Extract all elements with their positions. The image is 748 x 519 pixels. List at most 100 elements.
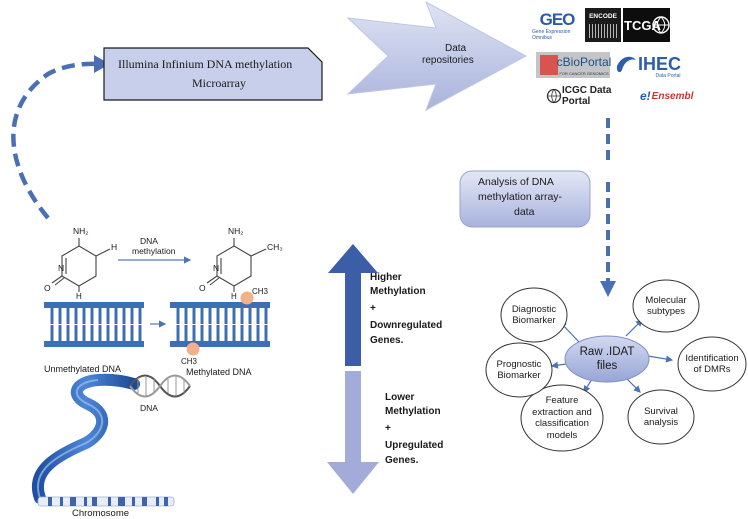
lower-line1: Lower — [385, 392, 415, 403]
analysis-line1: Analysis of DNA — [478, 176, 554, 188]
lower-down-arrow-shaft — [345, 371, 361, 465]
unmethylated-dna-ladder — [44, 302, 144, 347]
chromosome-bands — [48, 497, 168, 506]
logo-geo-subtitle: Gene Expression Omnibus — [532, 29, 571, 41]
feature-line4: models — [546, 429, 578, 441]
chromosome-bar — [37, 496, 175, 507]
dmr-label: Identification of DMRs — [678, 349, 746, 379]
dmr-ellipse — [677, 336, 747, 392]
feature-ellipse — [520, 384, 604, 452]
chromatin-coil — [32, 373, 140, 504]
methylcytosine-structure — [206, 238, 267, 292]
logo-cbioportal: cBioPortal — [556, 55, 612, 69]
dna-helix-strand-b — [129, 374, 191, 398]
dashed-down-arrowhead — [600, 281, 616, 297]
data-repositories-line2: repositories — [422, 55, 474, 66]
cytosine-h-bottom: H — [76, 292, 82, 301]
higher-plus: + — [370, 303, 376, 314]
ch3-bottom-label: CH3 — [181, 357, 198, 366]
logo-tcga: TCGA — [624, 17, 661, 33]
logo-cbioportal-badge — [540, 55, 558, 75]
prognostic-line2: Biomarker — [497, 370, 541, 381]
methylcytosine-o: O — [199, 283, 206, 293]
cytosine-nh2: NH₂ — [73, 226, 89, 236]
logo-ensembl-e: e! — [640, 89, 651, 103]
hub-line2: files — [596, 360, 618, 372]
hub-ellipse — [564, 335, 650, 383]
prognostic-ellipse — [485, 342, 553, 398]
analysis-box — [459, 170, 591, 228]
logo-ihec: IHEC — [638, 53, 682, 74]
methylcytosine-ch3: CH₃ — [267, 242, 283, 252]
cytosine-structure — [51, 238, 111, 292]
diagnostic-ellipse — [500, 287, 568, 343]
lower-line4: Genes. — [385, 455, 419, 466]
dashed-curve-arrowhead — [94, 55, 110, 73]
methylated-dna-ladder — [170, 302, 270, 347]
survival-ellipse — [627, 389, 695, 445]
logo-encode-graph — [589, 24, 617, 38]
dna-helix-rungs — [137, 376, 185, 396]
data-repositories-arrow — [346, 0, 528, 112]
survival-label: Survival analysis — [628, 402, 694, 432]
logo-icgc: ICGC Data Portal — [562, 85, 612, 107]
dmr-line2: of DMRs — [693, 364, 731, 375]
methylation-process-line2: methylation — [132, 246, 176, 256]
analysis-line2: methylation array- — [478, 191, 563, 203]
dna-helix-label: DNA — [140, 403, 158, 413]
cytosine-o: O — [44, 283, 51, 293]
data-repositories-line1: Data — [445, 43, 467, 54]
methylation-process-line1: DNA — [140, 236, 158, 246]
microarray-label-line2: Microarray — [192, 76, 246, 90]
lower-line3: Upregulated — [385, 440, 444, 451]
microarray-label-line1: Illumina Infinium DNA methylation — [118, 57, 293, 71]
cytosine-h: H — [111, 242, 118, 252]
methylcytosine-n: N — [213, 263, 220, 273]
higher-line4: Genes. — [370, 335, 404, 346]
molecular-label: Molecular subtypes — [633, 291, 699, 321]
diagnostic-label: Diagnostic Biomarker — [501, 300, 567, 330]
logo-geo-bg — [532, 8, 582, 42]
dashed-curve-arrow — [11, 61, 99, 220]
unmethylated-dna-label: Unmethylated DNA — [44, 364, 122, 374]
diagnostic-line2: Biomarker — [512, 315, 556, 326]
analysis-line3: data — [514, 206, 535, 218]
methylcytosine-h-bottom: H — [231, 292, 237, 301]
logo-cbioportal-subtitle: FOR CANCER GENOMICS — [559, 71, 609, 76]
chromatin-coil-highlight — [37, 379, 104, 499]
feature-line2: extraction and — [532, 406, 592, 418]
higher-up-arrow-shaft — [345, 270, 361, 366]
higher-line3: Downregulated — [370, 320, 443, 331]
prognostic-line1: Prognostic — [496, 358, 542, 370]
methyl-dot-bottom — [186, 342, 200, 356]
microarray-box — [103, 47, 323, 101]
logo-tcga-globe-lines — [653, 16, 669, 34]
feature-label: Feature extraction and classification mo… — [521, 394, 603, 442]
methylated-dna-label: Methylated DNA — [186, 367, 252, 377]
higher-line1: Higher — [370, 272, 402, 283]
prognostic-label: Prognostic Biomarker — [486, 355, 552, 385]
logo-geo: GEO — [539, 10, 576, 29]
diagnostic-line1: Diagnostic — [511, 303, 557, 315]
methyl-dot-top — [240, 291, 254, 305]
cytosine-n: N — [58, 263, 65, 273]
logo-icgc-globe-lines — [547, 89, 561, 103]
logo-ihec-swoosh — [616, 56, 636, 73]
dmr-line1: Identification — [685, 352, 739, 364]
molecular-ellipse — [632, 279, 700, 333]
methylcytosine-nh2: NH₂ — [228, 226, 244, 236]
hub-label: Raw .IDAT files — [567, 343, 647, 375]
molecular-line2: subtypes — [646, 306, 686, 317]
ch3-top-label: CH3 — [252, 287, 269, 296]
chromosome-label: Chromosome — [72, 508, 130, 519]
logo-ensembl: e!Ensembl — [640, 89, 693, 103]
lower-down-arrow-head — [327, 462, 379, 494]
survival-line1: Survival — [644, 405, 678, 417]
logo-ensembl-text: Ensembl — [651, 90, 694, 102]
lower-plus: + — [385, 423, 391, 434]
lower-line2: Methylation — [385, 406, 441, 417]
survival-line2: analysis — [643, 417, 679, 428]
feature-line3: classification — [535, 418, 589, 429]
logo-encode: ENCODE — [589, 12, 617, 20]
